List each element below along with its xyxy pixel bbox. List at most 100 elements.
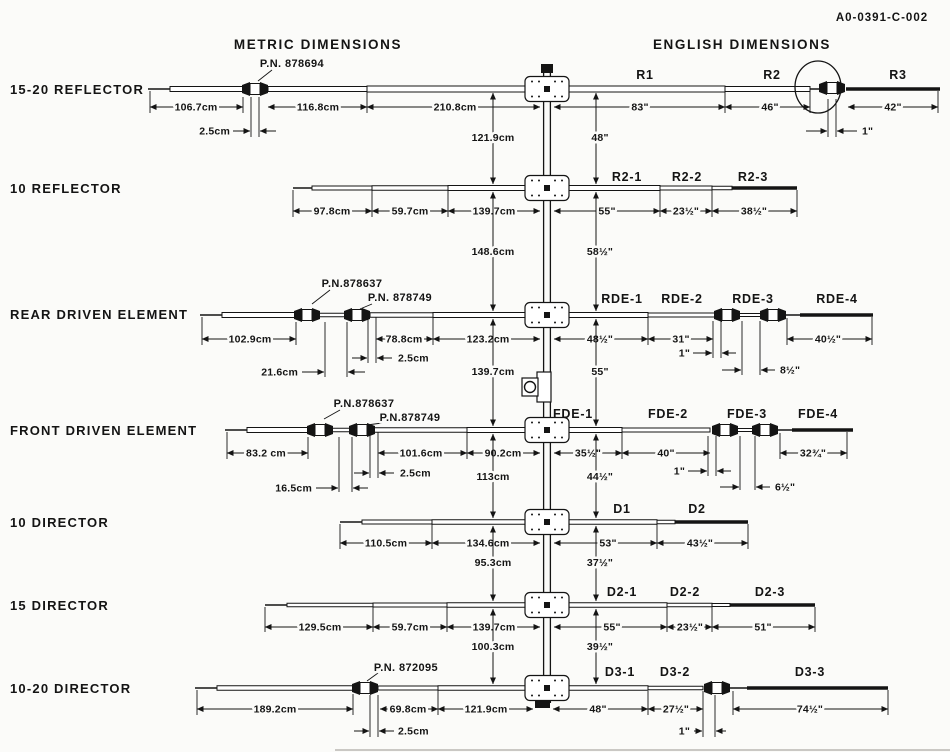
boom-spacing-label: 58½"	[587, 246, 613, 258]
dim-label: 139.7cm	[473, 622, 516, 634]
coax-connector-icon	[523, 380, 537, 394]
segment-label: D3-1	[605, 665, 635, 679]
boom-spacing-label: 100.3cm	[472, 641, 515, 653]
part-number-label: P.N.878749	[380, 412, 441, 424]
feed-point-assembly	[521, 371, 552, 403]
segment-label: R3	[889, 68, 907, 82]
dim-label: 106.7cm	[175, 102, 218, 114]
segment-label: D3-3	[795, 665, 825, 679]
dim-label: 48½"	[587, 334, 613, 346]
dim-label: 16.5cm	[275, 483, 312, 495]
boom-spacing-label: 148.6cm	[472, 246, 515, 258]
dim-label: 59.7cm	[392, 206, 429, 218]
segment-label: D3-2	[660, 665, 690, 679]
row-rear-driven-element: 102.9cm 78.8cm 123.2cm 2.5cm 21.6cm 48½"…	[8, 276, 873, 381]
segment-label: R2	[763, 68, 781, 82]
dim-label: 43½"	[687, 538, 713, 550]
segment-label: FDE-3	[727, 407, 767, 421]
segment-label: FDE-2	[648, 407, 688, 421]
row-label: 10-20 DIRECTOR	[10, 681, 131, 696]
segment-label: R2-3	[738, 170, 768, 184]
segment-label: D2	[688, 502, 706, 516]
row-label: 15-20 REFLECTOR	[10, 82, 144, 97]
dim-label: 102.9cm	[229, 334, 272, 346]
boom-spacing-label: 37½"	[587, 557, 613, 569]
boom-spacing-english: 48" 58½" 55" 44½" 37½" 39½"	[584, 92, 615, 685]
segment-label: R2-2	[672, 170, 702, 184]
insulator-icon	[306, 422, 334, 438]
drawing-number: A0-0391-C-002	[836, 12, 928, 24]
english-dimensions-header: ENGLISH DIMENSIONS	[653, 37, 831, 52]
detail-callout-circle	[794, 60, 842, 114]
segment-label: R1	[636, 68, 654, 82]
boom-spacing-label: 55"	[591, 366, 608, 378]
row-10-reflector: 97.8cm 59.7cm 139.7cm 55" 23½" 38½" R2-1…	[8, 168, 798, 220]
segment-label: R2-1	[612, 170, 642, 184]
row-15-director: 129.5cm 59.7cm 139.7cm 55" 23½" 51" D2-1…	[8, 583, 816, 636]
dim-label: 116.8cm	[297, 102, 339, 114]
segment-label: RDE-4	[816, 292, 858, 306]
dim-label: 134.6cm	[467, 538, 510, 550]
dim-label: 8½"	[780, 365, 800, 377]
dim-label: 46"	[761, 102, 778, 114]
insulator-icon	[713, 307, 741, 323]
insulator-icon	[711, 422, 739, 438]
boom-top-cap	[541, 64, 553, 73]
part-number-label: P.N.878637	[334, 398, 395, 410]
insulator-icon	[348, 422, 376, 438]
dim-label: 2.5cm	[400, 468, 431, 480]
boom-spacing-label: 95.3cm	[475, 557, 512, 569]
segment-label: D2-1	[607, 585, 637, 599]
mounting-plate	[524, 591, 570, 619]
row-label: FRONT DRIVEN ELEMENT	[10, 423, 197, 438]
dim-label: 2.5cm	[398, 726, 429, 738]
dim-label: 189.2cm	[254, 704, 297, 716]
dim-label: 55"	[598, 206, 615, 218]
dim-label: 210.8cm	[434, 102, 477, 114]
dim-label: 27½"	[663, 704, 689, 716]
dim-label: 123.2cm	[467, 334, 510, 346]
dim-label: 139.7cm	[473, 206, 516, 218]
row-front-driven-element: 83.2 cm 101.6cm 90.2cm 2.5cm 16.5cm 35½"…	[8, 396, 853, 497]
insulator-icon	[351, 680, 379, 696]
mounting-plate	[524, 75, 570, 103]
dim-label: 2.5cm	[398, 353, 429, 365]
dim-label: 31"	[672, 334, 689, 346]
dim-label: 48"	[589, 704, 606, 716]
insulator-icon	[759, 307, 787, 323]
row-label: 10 DIRECTOR	[10, 515, 109, 530]
insulator-icon	[751, 422, 779, 438]
boom-spacing-label: 44½"	[587, 471, 613, 483]
row-label: REAR DRIVEN ELEMENT	[10, 307, 188, 322]
dim-label: 1"	[679, 348, 690, 360]
segment-label: D2-2	[670, 585, 700, 599]
dim-label: 35½"	[575, 448, 601, 460]
dim-label: 42"	[884, 102, 901, 114]
dim-label: 97.8cm	[314, 206, 351, 218]
dim-label: 38½"	[741, 206, 767, 218]
dim-label: 40"	[657, 448, 674, 460]
dim-label: 2.5cm	[199, 126, 230, 138]
part-number-label: P.N. 878749	[368, 292, 432, 304]
dim-label: 1"	[862, 126, 873, 138]
row-10-20-director: 189.2cm 69.8cm 121.9cm 2.5cm 48" 27½" 74…	[8, 660, 889, 740]
dim-label: 74½"	[797, 704, 823, 716]
segment-label: D2-3	[755, 585, 785, 599]
dim-label: 23½"	[673, 206, 699, 218]
part-number-label: P.N. 872095	[374, 662, 438, 674]
dim-label: 21.6cm	[261, 367, 298, 379]
boom-bottom-cap	[535, 699, 550, 708]
mounting-plate	[524, 416, 570, 444]
mounting-plate	[524, 674, 570, 702]
dim-label: 32¾"	[800, 448, 826, 460]
dim-label: 55"	[603, 622, 620, 634]
row-label: 10 REFLECTOR	[10, 181, 122, 196]
mounting-plate	[524, 174, 570, 202]
boom-spacing-label: 39½"	[587, 641, 613, 653]
dim-label: 129.5cm	[299, 622, 342, 634]
row-10-director: 110.5cm 134.6cm 53" 43½" D1 D2 10 DIRECT…	[8, 500, 749, 552]
insulator-icon	[703, 680, 731, 696]
boom-spacing-label: 121.9cm	[472, 132, 515, 144]
boom-spacing-label: 113cm	[476, 471, 509, 483]
